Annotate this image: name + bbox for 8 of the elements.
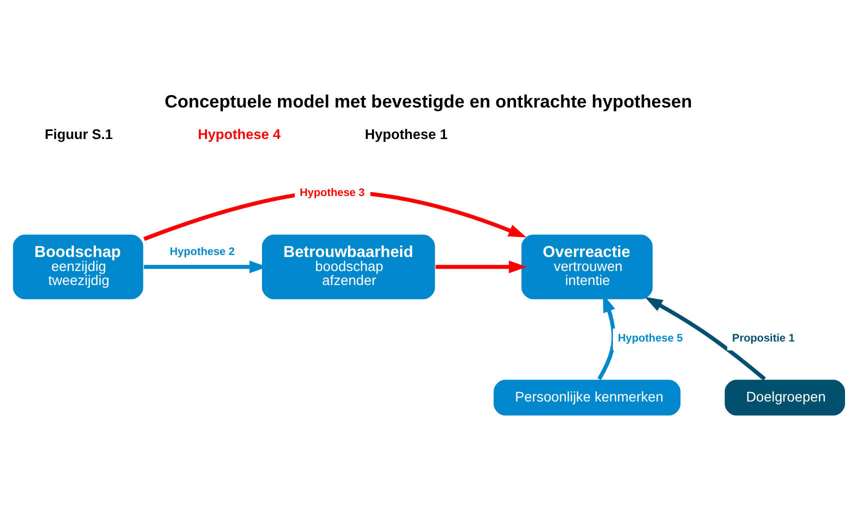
diagram-title: Conceptuele model met bevestigde en ontkrachte hypothesen — [164, 91, 692, 112]
label: Hypothese 4 — [198, 126, 281, 142]
label: Figuur S.1 — [44, 126, 113, 142]
edge-label: Hypothese 2 — [170, 246, 235, 258]
edge-label: Hypothese 5 — [618, 332, 683, 344]
edge-label: Propositie 1 — [732, 332, 795, 344]
edge-label: Hypothese 3 — [300, 187, 365, 200]
label: Hypothese 1 — [364, 126, 448, 142]
